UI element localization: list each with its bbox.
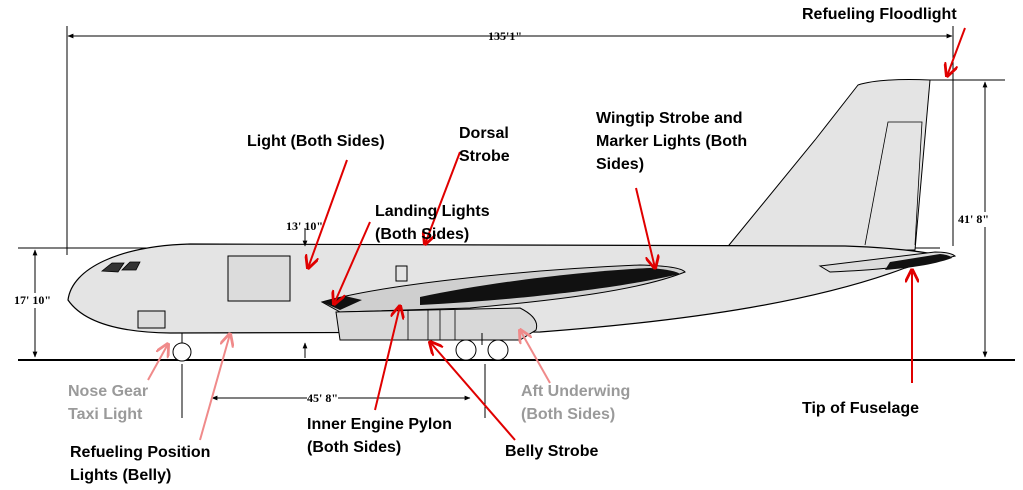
label-light-both-sides: Light (Both Sides) <box>247 133 385 150</box>
label-line: Taxi Light <box>68 406 143 423</box>
label-line: Marker Lights (Both <box>596 133 748 150</box>
label-line: Wingtip Strobe and <box>596 110 743 127</box>
nose-hatch <box>137 310 166 329</box>
label-line: Inner Engine Pylon <box>307 416 452 433</box>
dim-wing-height-label: 13' 10" <box>286 219 323 233</box>
label-line: Landing Lights <box>375 203 490 220</box>
arrow-nose-gear-taxi-light <box>147 344 168 381</box>
rudder-panel <box>864 121 923 246</box>
arrow-refueling-position-lights <box>199 334 230 441</box>
main-gear-wheel <box>455 339 477 361</box>
nose-gear-wheel <box>172 342 192 362</box>
label-line: Lights (Belly) <box>70 467 172 484</box>
label-line: (Both Sides) <box>521 406 616 423</box>
dorsal-window <box>395 265 408 282</box>
label-landing-lights: Landing Lights (Both Sides) <box>375 200 490 246</box>
cargo-door <box>227 255 291 302</box>
dim-wheelbase-label: 45' 8" <box>307 391 338 406</box>
label-line: Dorsal <box>459 125 509 142</box>
label-tip-of-fuselage: Tip of Fuselage <box>802 400 920 417</box>
arrow-light-both-sides <box>308 159 348 268</box>
arrow-wingtip-strobe <box>635 187 655 268</box>
label-inner-engine-pylon: Inner Engine Pylon (Both Sides) <box>307 413 452 459</box>
dim-tail-height-label: 41' 8" <box>958 212 989 227</box>
arrow-belly-strobe <box>430 342 516 441</box>
label-line: Sides) <box>596 156 645 173</box>
tail-fin <box>723 79 931 251</box>
arrow-inner-engine-pylon <box>374 306 400 411</box>
dim-fuselage-height-label: 17' 10" <box>14 293 51 308</box>
stabilizer-dark-band <box>885 254 952 270</box>
dim-overall-length-label: 135'1" <box>488 29 522 43</box>
label-dorsal-strobe: Dorsal Strobe <box>459 122 510 168</box>
label-nose-gear-taxi-light: Nose Gear Taxi Light <box>68 380 148 426</box>
label-line: Nose Gear <box>68 383 149 400</box>
engine-pods <box>335 307 538 341</box>
arrow-dorsal-strobe <box>425 151 461 244</box>
label-belly-strobe: Belly Strobe <box>505 443 599 460</box>
label-line: Strobe <box>459 148 510 165</box>
arrow-landing-lights <box>334 221 371 304</box>
label-refueling-floodlight: Refueling Floodlight <box>802 6 957 23</box>
label-wingtip-strobe: Wingtip Strobe and Marker Lights (Both S… <box>596 107 747 176</box>
label-line: Refueling Position <box>70 444 211 461</box>
label-line: Aft Underwing <box>521 383 631 400</box>
main-gear-wheel <box>487 339 509 361</box>
arrow-refueling-floodlight <box>947 27 966 76</box>
label-line: (Both Sides) <box>307 439 402 456</box>
label-aft-underwing: Aft Underwing (Both Sides) <box>521 380 630 426</box>
arrow-aft-underwing <box>520 330 551 384</box>
cockpit-windows <box>100 261 141 273</box>
label-refueling-position-lights: Refueling Position Lights (Belly) <box>70 441 210 487</box>
label-line: (Both Sides) <box>375 226 470 243</box>
wing-dark-band <box>420 268 680 305</box>
